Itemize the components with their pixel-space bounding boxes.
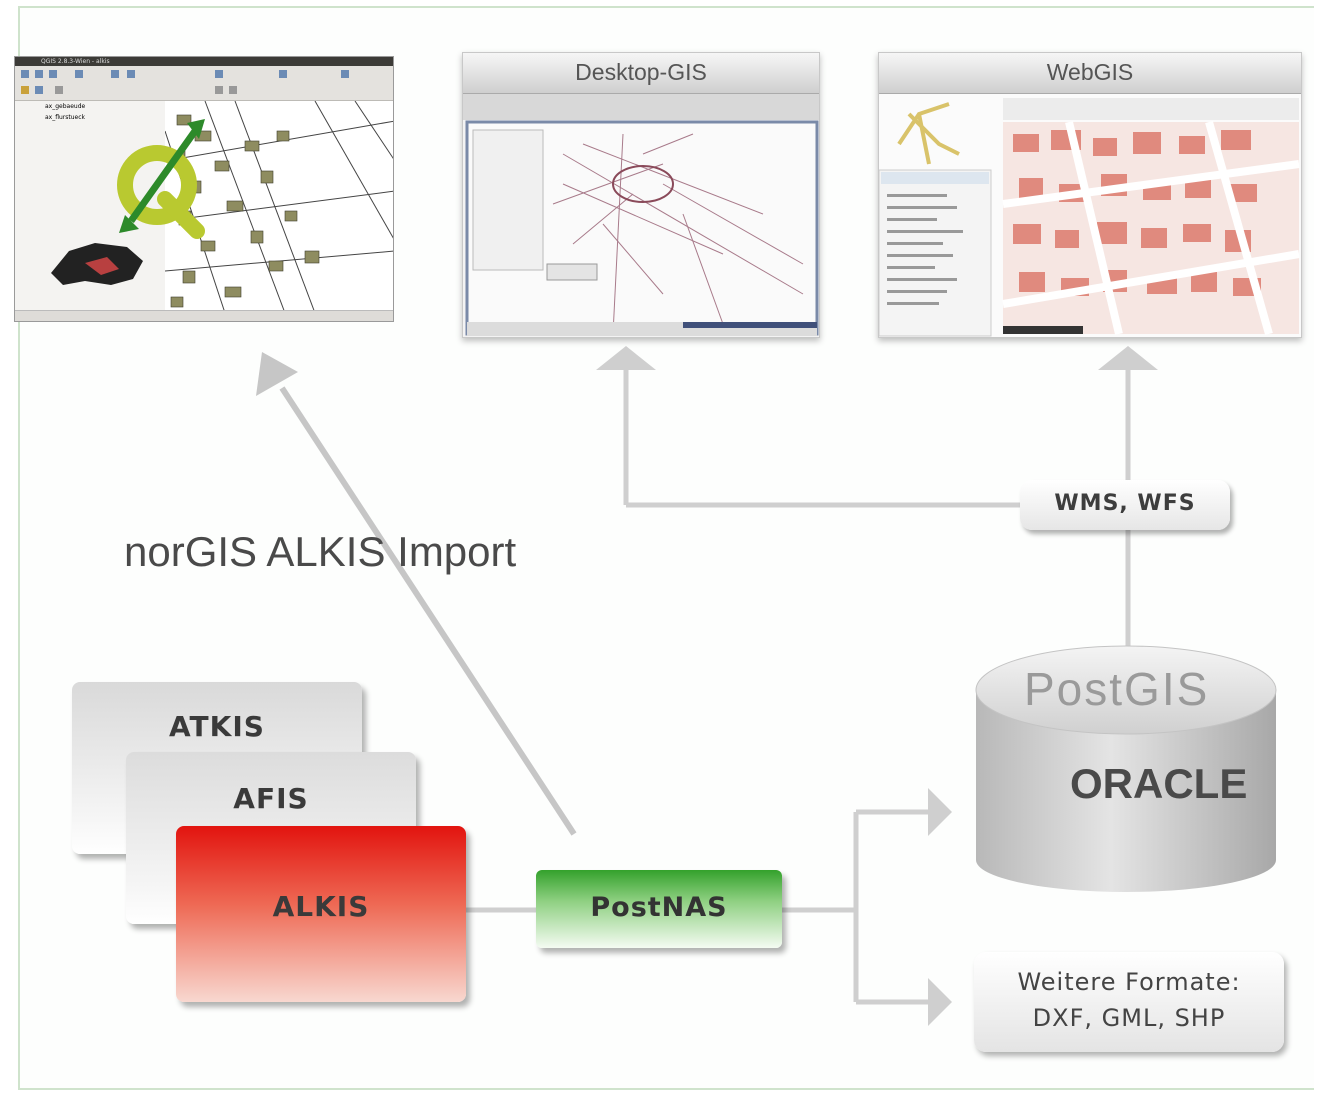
qgis-screenshot: QGIS 2.8.3-Wien - alkis ax_gebaeude ax_f… [14, 56, 394, 322]
arrowhead-db [928, 788, 952, 836]
qgis-toolbar [15, 66, 393, 101]
postnas-box: PostNAS [536, 870, 782, 948]
desktop-gis-content [463, 94, 819, 336]
desktop-gis-window: Desktop-GIS [462, 52, 820, 338]
webgis-window: WebGIS [878, 52, 1302, 338]
database-cylinder [975, 645, 1277, 892]
arrowhead-webgis [1098, 346, 1158, 370]
qgis-logo-icon [117, 119, 205, 239]
desktop-gis-title: Desktop-GIS [463, 53, 819, 94]
webgis-content [879, 94, 1301, 337]
arrowhead-formats [928, 978, 952, 1026]
qgis-layer-1: ax_gebaeude [45, 103, 86, 110]
arrowhead-desktop [596, 346, 656, 370]
qgis-map-canvas [164, 100, 393, 314]
qgis-toolbar-icons [21, 70, 349, 94]
postgis-logo-text: PostGIS [1024, 663, 1210, 715]
arrowhead-import [256, 352, 298, 396]
formats-box: Weitere Formate: DXF, GML, SHP [974, 952, 1284, 1052]
webgis-title: WebGIS [879, 53, 1301, 94]
postgis-logo: PostGIS [1024, 662, 1209, 716]
qgis-layer-2: ax_flurstueck [45, 114, 86, 121]
import-arrow-line [279, 386, 577, 836]
formats-line-1: Weitere Formate: [1017, 968, 1241, 996]
source-alkis: ALKIS [176, 826, 466, 1002]
qgis-overview-map [51, 243, 143, 285]
wms-wfs-box: WMS, WFS [1020, 480, 1230, 530]
qgis-statusbar [15, 310, 393, 321]
qgis-titlebar: QGIS 2.8.3-Wien - alkis [15, 57, 393, 66]
formats-line-2: DXF, GML, SHP [1032, 1004, 1226, 1032]
import-label: norGIS ALKIS Import [124, 528, 517, 575]
oracle-label: ORACLE [1070, 760, 1248, 807]
